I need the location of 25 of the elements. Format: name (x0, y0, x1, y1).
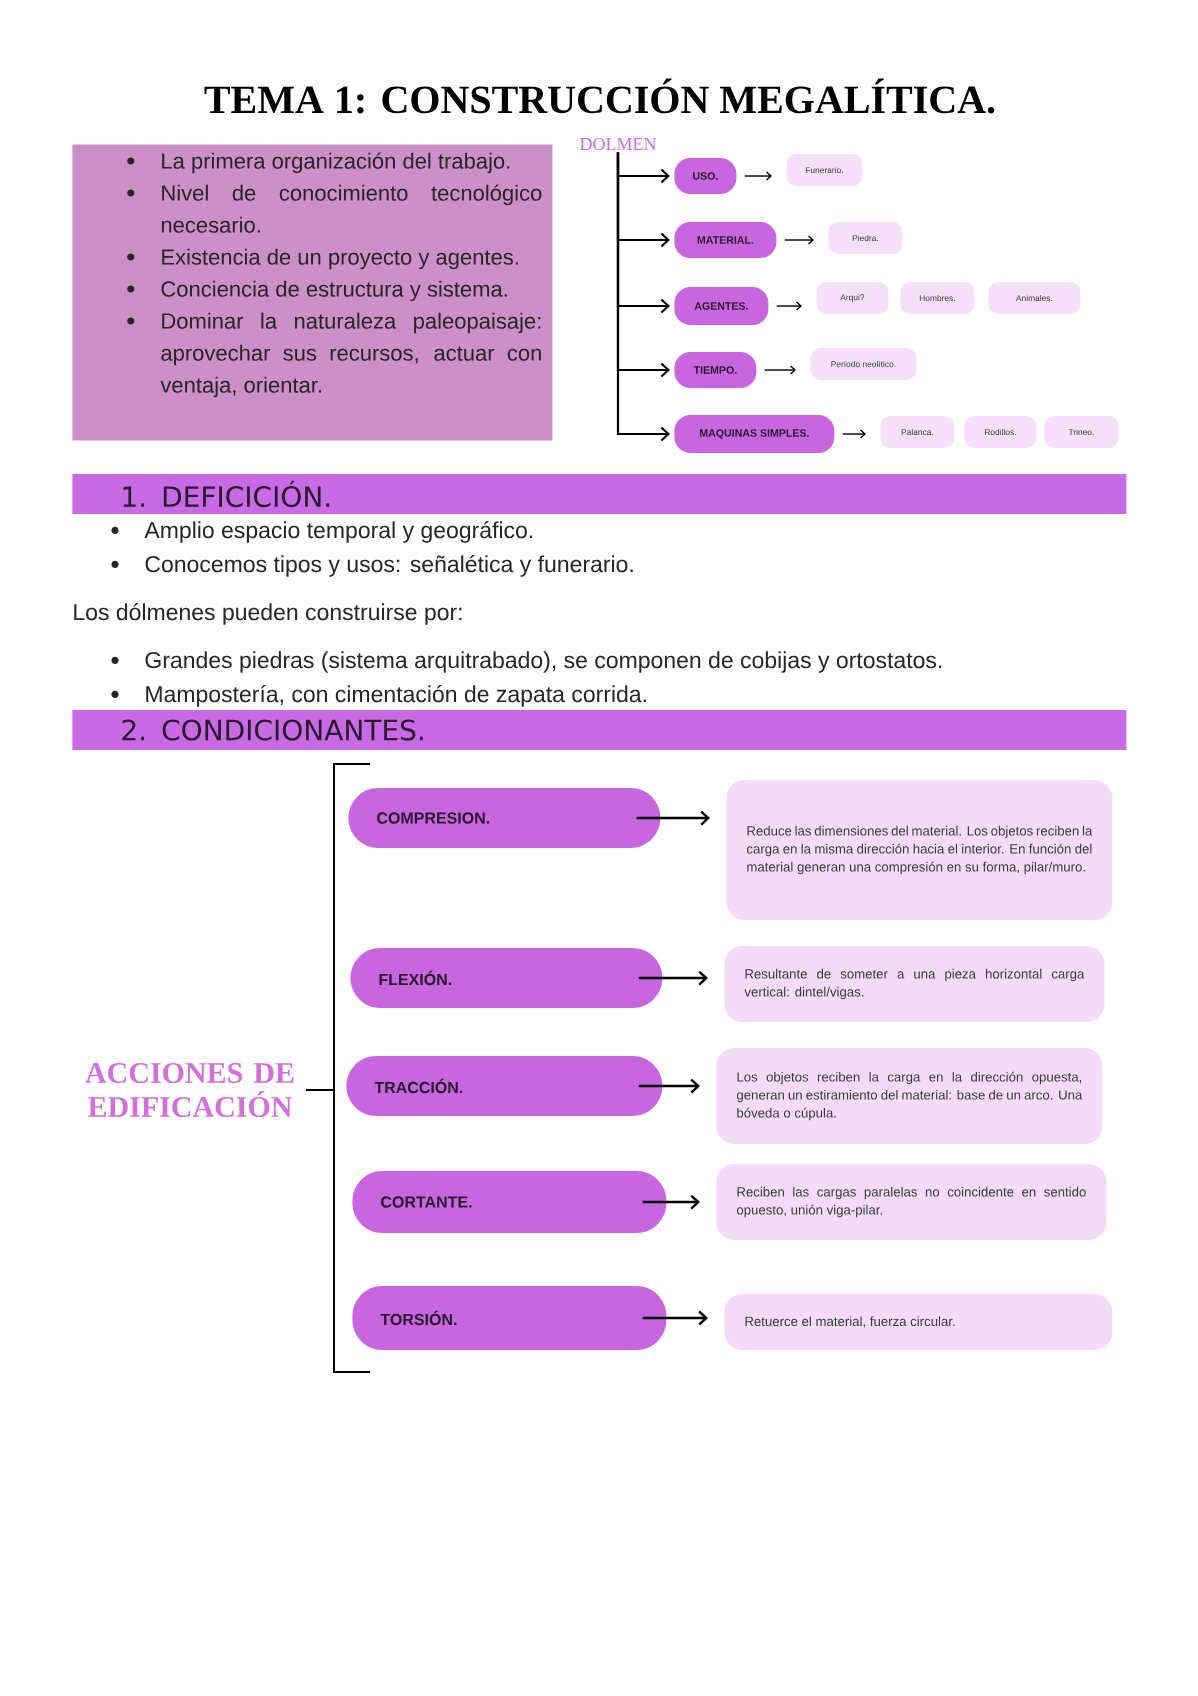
arrow (776, 301, 802, 311)
heading: DOLMEN (580, 137, 657, 151)
section-band: 1. DEFICICIÓN. (72, 474, 1127, 514)
action-pill: TORSIÓN. (352, 1286, 667, 1350)
side-heading: ACCIONES DE EDIFICACIÓN (85, 1062, 294, 1118)
arrow (842, 429, 866, 439)
arrow (784, 235, 814, 245)
arrow (642, 1310, 708, 1326)
list-item: Conocemos tipos y usos: señalética y funerario. (145, 555, 633, 577)
arrow (764, 365, 796, 375)
arrow (638, 1078, 700, 1094)
action-pill: CORTANTE. (352, 1171, 667, 1233)
section-band: 2. CONDICIONANTES. (72, 710, 1127, 750)
arrow (636, 810, 710, 826)
paragraph-text: Los dólmenes pueden construirse por: (74, 603, 462, 625)
arrow (616, 152, 670, 442)
action-pill: FLEXIÓN. (350, 948, 663, 1008)
action-pill: COMPRESION. (348, 788, 661, 848)
bullet-list-box: La primera organización del trabajo. Nivel de conocimiento tecnológico necesario. Existencia de un proyecto y agentes. Conciencia de estructura y sistema. Dominar la naturaleza paleopaisaje: aprovechar sus recursos, actuar con ventaja, orientar. (72, 144, 553, 441)
title: TEMA 1: CONSTRUCCIÓN MEGALÍTICA. (204, 78, 995, 114)
arrow (638, 970, 708, 986)
arrow (744, 171, 772, 181)
arrow (642, 1194, 700, 1210)
action-pill: TRACCIÓN. (346, 1056, 663, 1116)
list-item: Grandes piedras (sistema arquitrabado), se componen de cobijas y ortostatos. (145, 651, 942, 673)
